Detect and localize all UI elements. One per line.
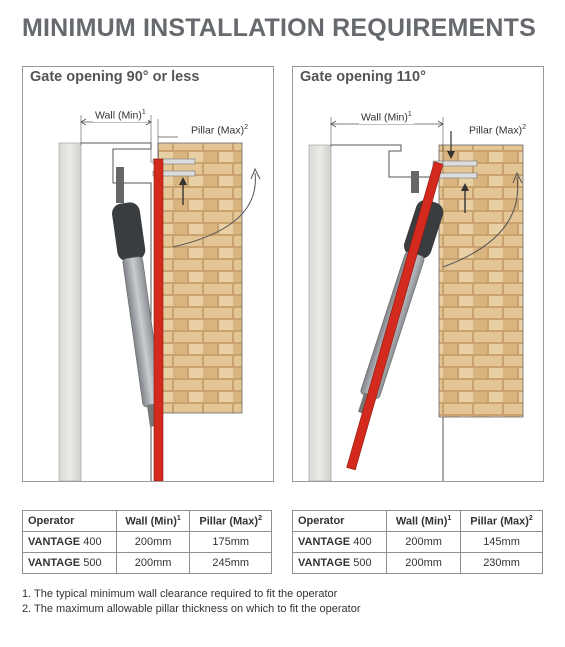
pillar-cell: 245mm: [189, 552, 272, 574]
page-title: MINIMUM INSTALLATION REQUIREMENTS: [22, 14, 536, 42]
wall-cell: 200mm: [386, 552, 462, 574]
operator-cell: VANTAGE 500: [291, 552, 388, 574]
operator-cell: VANTAGE 400: [291, 531, 388, 553]
table-header-row: Operator Wall (Min)1 Pillar (Max)2: [22, 510, 272, 532]
pillar-max-label: Pillar (Max)2: [469, 124, 526, 137]
installation-diagram-110: [308, 117, 524, 481]
footnote-1: 1. The typical minimum wall clearance re…: [22, 588, 338, 600]
stone-wall: [58, 142, 82, 481]
diagram-panel-110: Gate opening 110° Wall (Min)1 Pillar (Ma…: [292, 66, 544, 482]
wall-cell: 200mm: [386, 531, 462, 553]
diagram-panel-90: Gate opening 90° or less Wall (Min)1 Pil…: [22, 66, 274, 482]
header-wall: Wall (Min)1: [386, 510, 462, 532]
stone-wall: [308, 144, 332, 481]
brick-pillar: [157, 142, 243, 414]
spec-table-90: Operator Wall (Min)1 Pillar (Max)2 VANTA…: [22, 510, 272, 574]
table-row: VANTAGE 400 200mm 145mm: [291, 531, 543, 553]
installation-diagram-90: [58, 115, 261, 481]
header-pillar: Pillar (Max)2: [460, 510, 543, 532]
brick-pillar: [438, 144, 524, 418]
gate-leaf: [153, 158, 164, 481]
header-wall: Wall (Min)1: [115, 510, 191, 532]
table-header-row: Operator Wall (Min)1 Pillar (Max)2: [291, 510, 543, 532]
wall-cell: 200mm: [115, 552, 191, 574]
gate-leaf: [346, 161, 444, 471]
table-row: VANTAGE 500 200mm 230mm: [291, 552, 543, 574]
header-operator: Operator: [22, 510, 117, 532]
pillar-cell: 230mm: [460, 552, 543, 574]
footnotes: 1. The typical minimum wall clearance re…: [22, 587, 361, 617]
wall-cell: 200mm: [115, 531, 191, 553]
header-operator: Operator: [291, 510, 388, 532]
pillar-cell: 145mm: [460, 531, 543, 553]
table-row: VANTAGE 400 200mm 175mm: [22, 531, 272, 553]
spec-table-110: Operator Wall (Min)1 Pillar (Max)2 VANTA…: [291, 510, 543, 574]
panel-heading: Gate opening 90° or less: [30, 69, 200, 85]
footnote-2: 2. The maximum allowable pillar thicknes…: [22, 603, 361, 615]
header-pillar: Pillar (Max)2: [189, 510, 272, 532]
panel-heading: Gate opening 110°: [300, 69, 426, 85]
wall-min-label: Wall (Min)1: [359, 111, 414, 124]
wall-min-label: Wall (Min)1: [93, 109, 148, 122]
table-row: VANTAGE 500 200mm 245mm: [22, 552, 272, 574]
pillar-max-label: Pillar (Max)2: [191, 124, 248, 137]
operator-cell: VANTAGE 400: [22, 531, 117, 553]
pillar-cell: 175mm: [189, 531, 272, 553]
operator-cell: VANTAGE 500: [22, 552, 117, 574]
